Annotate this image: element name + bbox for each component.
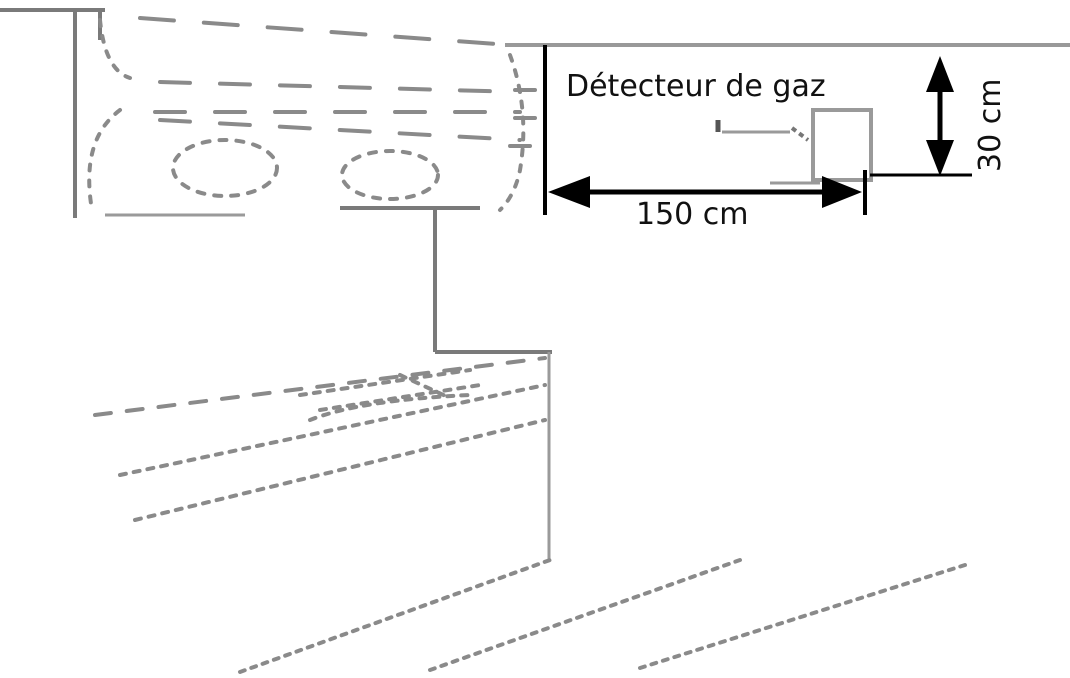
horizontal-distance-label: 150 cm: [636, 197, 749, 232]
gas-detector: [715, 108, 873, 185]
floor-lines: [238, 558, 967, 674]
vertical-dimension: [870, 56, 972, 177]
vertical-pipe: [433, 208, 552, 560]
detector-label: Détecteur de gaz: [566, 69, 826, 104]
counter-sketch: [93, 356, 547, 522]
horizontal-dimension: [548, 170, 867, 215]
vertical-distance-label: 30 cm: [973, 79, 1008, 172]
kitchen-hood-sketch: [0, 8, 542, 218]
